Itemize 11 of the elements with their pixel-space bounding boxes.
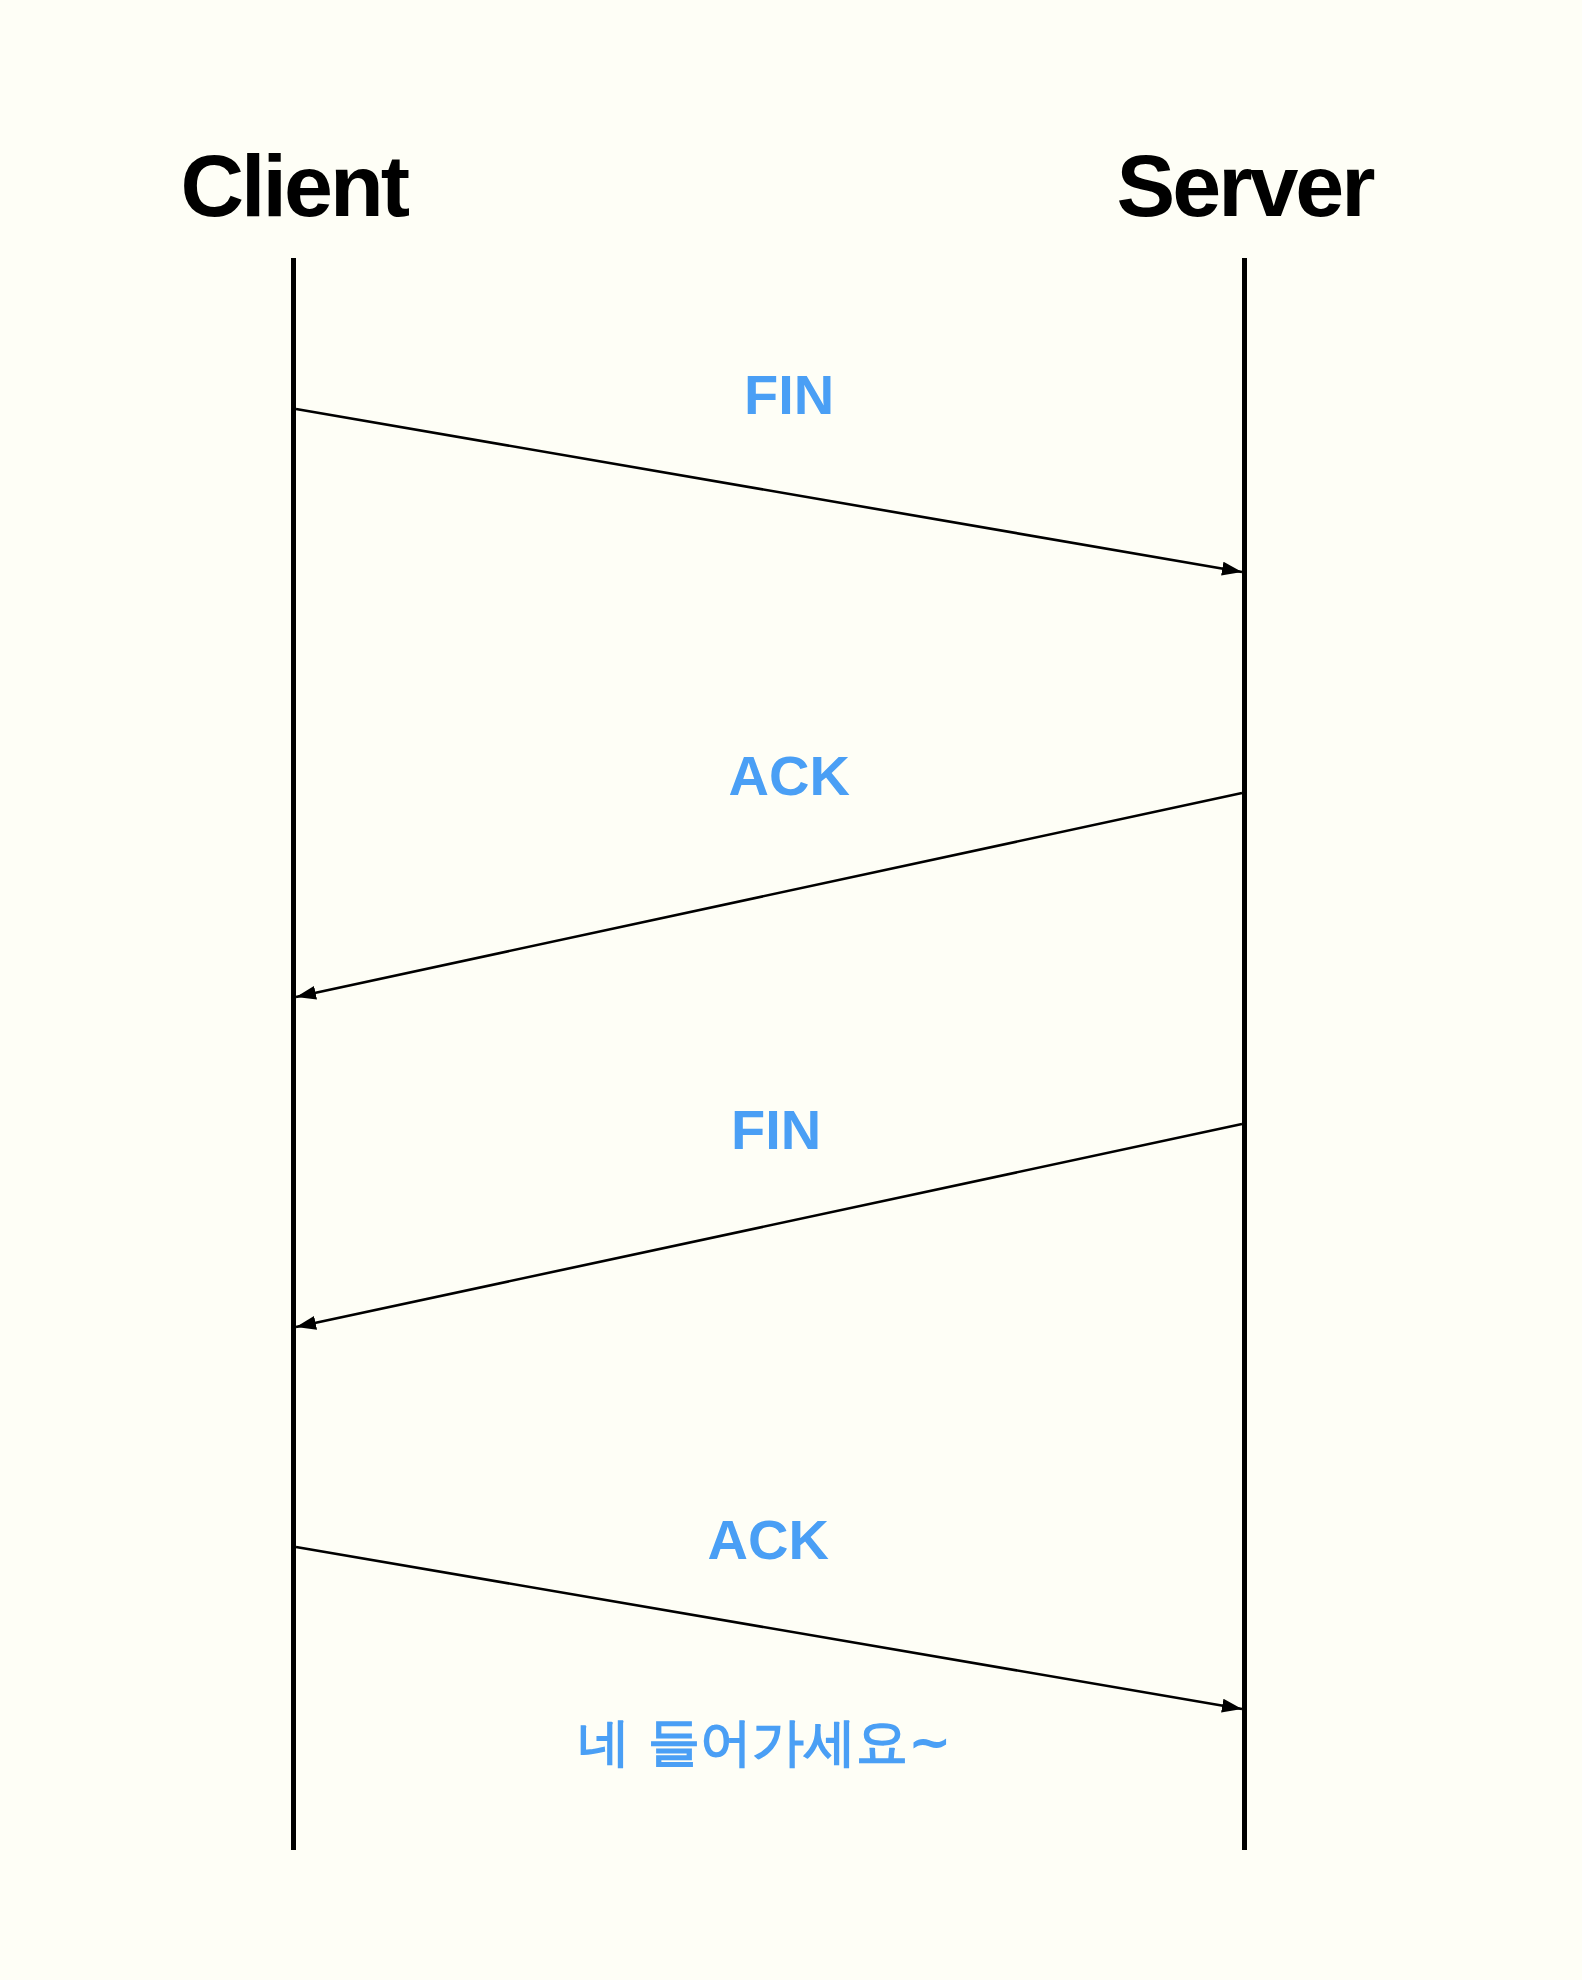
edge-label: ACK: [707, 1512, 829, 1568]
note-text: 네 들어가세요~: [578, 1716, 952, 1768]
edge-label: FIN: [744, 367, 835, 423]
edge-label: ACK: [728, 748, 850, 804]
arrow: [295, 407, 1243, 576]
edge-label: FIN: [731, 1102, 822, 1158]
arrow: [295, 791, 1243, 1000]
participant-label: Client: [180, 142, 407, 230]
arrow: [295, 1122, 1243, 1330]
arrow: [295, 1545, 1243, 1713]
participant-label: Server: [1116, 142, 1373, 230]
